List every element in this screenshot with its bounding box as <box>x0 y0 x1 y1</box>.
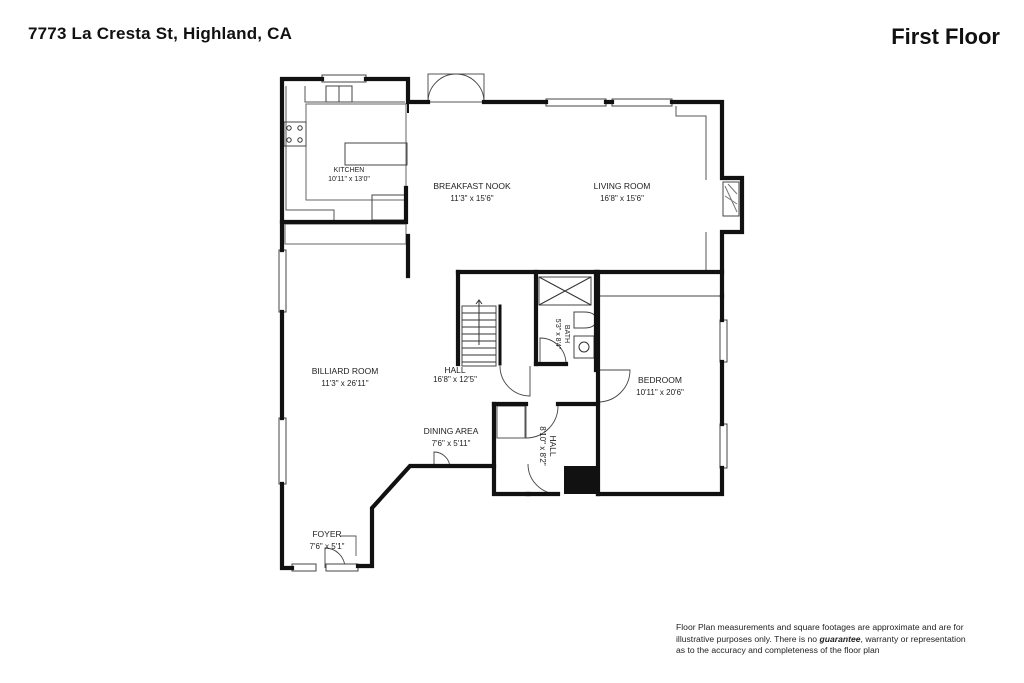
walls <box>279 76 745 571</box>
disclaimer-line-2-c: , warranty or representation <box>860 633 966 644</box>
dining-area-label: DINING AREA <box>424 426 479 436</box>
disclaimer-line-3: as to the accuracy and completeness of t… <box>676 645 880 655</box>
breakfast-nook-dims: 11'3" x 15'6" <box>450 194 493 203</box>
windows <box>278 74 728 572</box>
foyer-dims: 7'6" x 5'1" <box>310 542 345 551</box>
bedroom-dims: 10'11" x 20'6" <box>636 388 684 397</box>
room-labels: KITCHEN 10'11" x 13'0" BREAKFAST NOOK 11… <box>310 167 685 551</box>
living-room-dims: 16'8" x 15'6" <box>600 194 644 203</box>
living-room-label: LIVING ROOM <box>594 181 651 191</box>
hall-small-label: HALL <box>548 435 558 457</box>
foyer-label: FOYER <box>312 529 341 539</box>
billiard-room-dims: 11'3" x 26'11" <box>321 379 368 388</box>
bath-label: BATH <box>563 325 570 343</box>
interior-lines <box>283 85 740 439</box>
hall-main-dims: 16'8" x 12'5" <box>433 375 477 384</box>
kitchen-label: KITCHEN <box>334 167 365 174</box>
hall-small-dims: 8'10" x 8'2" <box>538 426 547 466</box>
billiard-room-label: BILLIARD ROOM <box>312 366 379 376</box>
breakfast-nook-label: BREAKFAST NOOK <box>433 181 511 191</box>
bedroom-label: BEDROOM <box>638 375 682 385</box>
bath-dims: 5'3" x 8'4" <box>554 319 561 350</box>
disclaimer-line-1: Floor Plan measurements and square foota… <box>676 622 964 632</box>
disclaimer-line-2-a: illustrative purposes only. There is no <box>676 633 818 644</box>
floor-label: First Floor <box>891 24 1000 49</box>
hall-main-label: HALL <box>444 365 466 375</box>
disclaimer-guarantee: guarantee <box>819 633 861 644</box>
kitchen-dims: 10'11" x 13'0" <box>328 176 370 183</box>
disclaimer-text: Floor Plan measurements and square foota… <box>676 622 1016 657</box>
dining-area-dims: 7'6" x 5'11" <box>432 439 471 448</box>
closet-dark <box>564 466 598 494</box>
property-address: 7773 La Cresta St, Highland, CA <box>28 24 293 43</box>
disclaimer-line-2: illustrative purposes only. There is no … <box>676 634 1016 646</box>
